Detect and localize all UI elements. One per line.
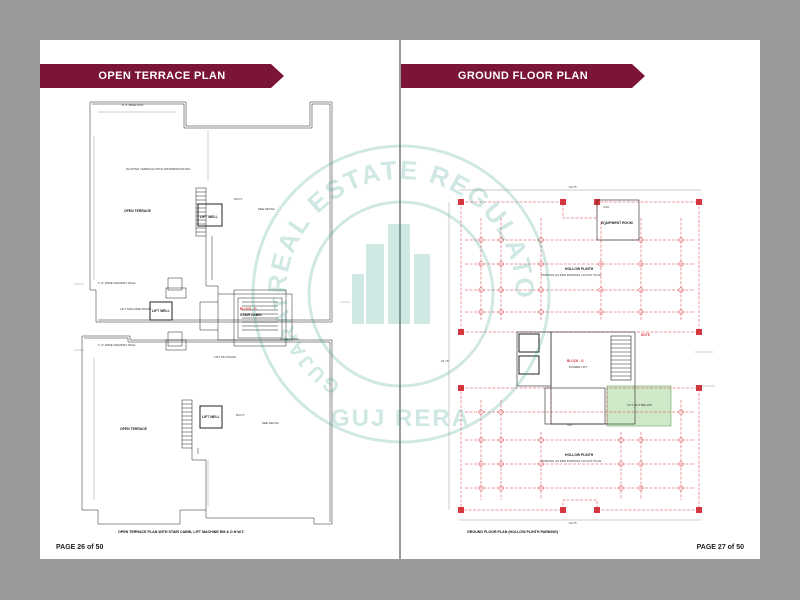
hollow-plinth-label-upper: HOLLOW PLINTH [565, 267, 594, 271]
ground-floor-plan-banner: GROUND FLOOR PLAN [401, 64, 645, 88]
svg-text:NOTE: NOTE [641, 333, 650, 337]
dimension-side: 21.70 [441, 359, 449, 363]
svg-text:DUCT: DUCT [236, 413, 244, 417]
open-terrace-label-upper: OPEN TERRACE [124, 209, 152, 213]
ground-floor-caption: GROUND FLOOR PLAN (HOLLOW PLINTH PARKING… [467, 530, 558, 534]
lift-well-label-upper: LIFT WELL [200, 215, 218, 219]
svg-text:LIFT MC ROOM: LIFT MC ROOM [214, 355, 236, 359]
dimension-top: 10.75 [569, 185, 577, 189]
svg-text:1'-0" WIDE PARAPET WALL: 1'-0" WIDE PARAPET WALL [98, 343, 136, 347]
open-terrace-plan-drawing: 6' 3" WIDE SCP 1'-0" WIDE PARAPET WALL 1… [74, 101, 350, 525]
open-terrace-caption: OPEN TERRACE PLAN WITH STAIR CABIN, LIFT… [118, 530, 245, 534]
equipment-room-label: EQUIPMENT ROOM [601, 221, 633, 225]
lift-well-label-lower: LIFT WELL [202, 415, 220, 419]
cut-out-label: CUT OUT BELOW [627, 403, 652, 407]
hollow-plinth-label-lower: HOLLOW PLINTH [565, 453, 594, 457]
svg-text:STAIR CABIN: STAIR CABIN [280, 337, 299, 341]
svg-text:DUCT: DUCT [234, 197, 242, 201]
parking-note-lower: PARKING AS PER PARKING LAYOUT PLAN [541, 459, 601, 463]
block-g-label-left: BLOCK - G [240, 307, 257, 311]
open-terrace-plan-banner: OPEN TERRACE PLAN [40, 64, 284, 88]
left-page: OPEN TERRACE PLAN [40, 40, 399, 559]
svg-text:6' 3" WIDE SCP: 6' 3" WIDE SCP [122, 103, 143, 107]
svg-text:1'-0" WIDE PARAPET WALL: 1'-0" WIDE PARAPET WALL [98, 281, 136, 285]
block-g-label-right: BLOCK - G [567, 359, 584, 363]
page-number-right: PAGE 27 of 50 [696, 544, 744, 551]
svg-text:SLOPING TERRACE WITH WATERPROO: SLOPING TERRACE WITH WATERPROOFING [126, 167, 191, 171]
svg-text:LIFT MACHINE ROOM: LIFT MACHINE ROOM [120, 307, 151, 311]
power-lift-label: POWER LIFT [569, 365, 588, 369]
ground-floor-plan-drawing: NOTE 3.23 10.75 10.75 21.70 4.57 EQUIPME… [441, 185, 715, 525]
svg-text:SEE DETAIL: SEE DETAIL [262, 421, 279, 425]
parking-note-upper: PARKING AS PER PARKING LAYOUT PLAN [541, 273, 601, 277]
svg-text:SEE DETAIL: SEE DETAIL [258, 207, 275, 211]
dimension-bottom: 10.75 [569, 521, 577, 525]
stair-cabin-label: STAIR CABIN [240, 313, 262, 317]
dimension-small: 3.23 [603, 205, 609, 209]
lift-well-label-core: LIFT WELL [152, 309, 170, 313]
right-page: GROUND FLOOR PLAN [401, 40, 760, 559]
dimension-inner: 4.57 [567, 423, 573, 427]
page-number-left: PAGE 26 of 50 [56, 544, 104, 551]
open-terrace-label-lower: OPEN TERRACE [120, 427, 148, 431]
